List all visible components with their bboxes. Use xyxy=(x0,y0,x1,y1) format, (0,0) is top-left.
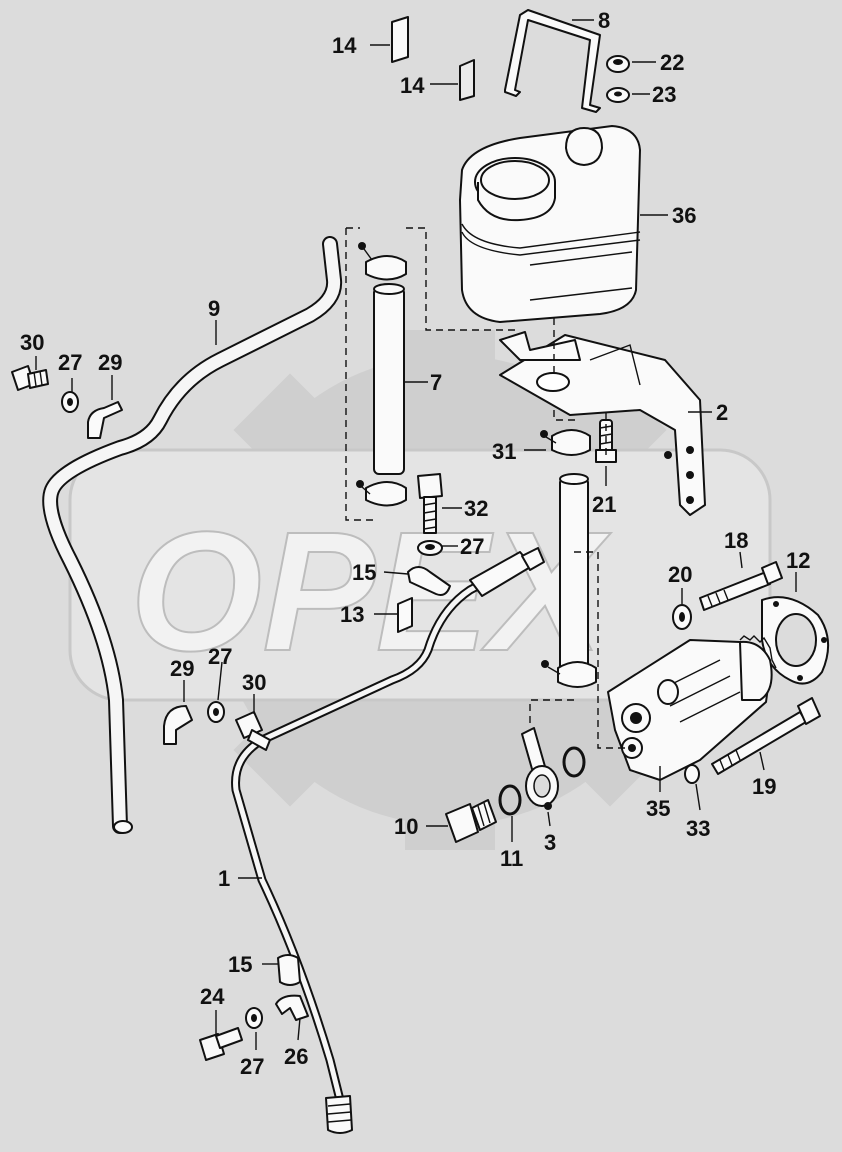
hose-clamp-top xyxy=(358,242,407,281)
part-19-bolt xyxy=(711,697,821,775)
label-35: 35 xyxy=(646,796,670,821)
label-1: 1 xyxy=(218,866,230,891)
label-36: 36 xyxy=(672,203,696,228)
part-27-washer-bottom xyxy=(245,1007,263,1029)
part-27-washer-lower-left xyxy=(207,701,225,723)
label-30-lower: 30 xyxy=(242,670,266,695)
part-33-washer xyxy=(684,764,700,784)
part-29-clip-upper xyxy=(87,401,123,439)
label-27-upper: 27 xyxy=(58,350,82,375)
part-27-washer-mid xyxy=(417,540,443,556)
part-36-reservoir xyxy=(459,125,641,323)
part-8-strap xyxy=(504,9,601,113)
assembly-lines xyxy=(345,227,628,749)
label-31: 31 xyxy=(492,439,516,464)
part-30-bolt-upper xyxy=(11,365,49,391)
part-14-pad-a xyxy=(391,16,409,63)
label-29-lower: 29 xyxy=(170,656,194,681)
part-27-washer-upper xyxy=(61,391,79,413)
label-8: 8 xyxy=(598,8,610,33)
label-19: 19 xyxy=(752,774,776,799)
part-3-banjo xyxy=(521,727,559,810)
part-15-clip-mid xyxy=(407,566,451,596)
part-35-pump xyxy=(607,635,777,781)
leader-lines xyxy=(35,19,797,1050)
label-18: 18 xyxy=(724,528,748,553)
part-24-bolt xyxy=(199,1027,243,1061)
label-14-b: 14 xyxy=(400,73,425,98)
label-23: 23 xyxy=(652,82,676,107)
o-ring-right xyxy=(562,746,586,778)
label-29-upper: 29 xyxy=(98,350,122,375)
part-30-bolt-lower xyxy=(235,711,271,751)
label-14-a: 14 xyxy=(332,33,357,58)
label-13: 13 xyxy=(340,602,364,627)
part-12-gasket xyxy=(761,596,829,685)
hose-clamp-bottom-7 xyxy=(356,480,407,507)
label-20: 20 xyxy=(668,562,692,587)
label-21: 21 xyxy=(592,492,616,517)
part-15-sleeve-lower xyxy=(277,954,301,986)
label-32: 32 xyxy=(464,496,488,521)
part-26-clip xyxy=(275,994,309,1021)
label-33: 33 xyxy=(686,816,710,841)
label-12: 12 xyxy=(786,548,810,573)
hose-upper-pump xyxy=(559,473,589,674)
part-32-bolt xyxy=(417,473,443,534)
part-11-o-ring xyxy=(498,784,522,816)
part-20-washer xyxy=(672,604,692,630)
label-30-upper: 30 xyxy=(20,330,44,355)
part-7-hose xyxy=(373,283,405,475)
label-24: 24 xyxy=(200,984,225,1009)
label-26: 26 xyxy=(284,1044,308,1069)
part-labels: 14 14 8 22 23 36 9 30 27 29 7 2 31 21 32… xyxy=(20,8,810,1079)
label-15-lower: 15 xyxy=(228,952,252,977)
part-13-pad xyxy=(397,597,413,633)
label-22: 22 xyxy=(660,50,684,75)
part-14-pad-b xyxy=(459,59,475,101)
part-23-washer xyxy=(606,87,630,103)
part-9-hose xyxy=(42,236,343,834)
label-27-mid: 27 xyxy=(460,534,484,559)
watermark-text: OPEX xyxy=(130,497,611,687)
label-3: 3 xyxy=(544,830,556,855)
part-22-nut xyxy=(606,55,630,73)
label-27-lower: 27 xyxy=(208,644,232,669)
label-15-mid: 15 xyxy=(352,560,376,585)
label-11: 11 xyxy=(500,846,523,871)
label-2: 2 xyxy=(716,400,728,425)
part-1-pipe xyxy=(231,547,545,1134)
label-27-bottom: 27 xyxy=(240,1054,264,1079)
hose-clamp-pump xyxy=(541,660,597,688)
label-10: 10 xyxy=(394,814,418,839)
label-9: 9 xyxy=(208,296,220,321)
part-10-banjo-bolt xyxy=(445,799,497,843)
part-18-bolt xyxy=(699,561,783,611)
part-31-clamp xyxy=(540,429,591,456)
label-7: 7 xyxy=(430,370,442,395)
part-29-clip-lower xyxy=(163,705,193,745)
part-2-bracket xyxy=(499,331,706,516)
